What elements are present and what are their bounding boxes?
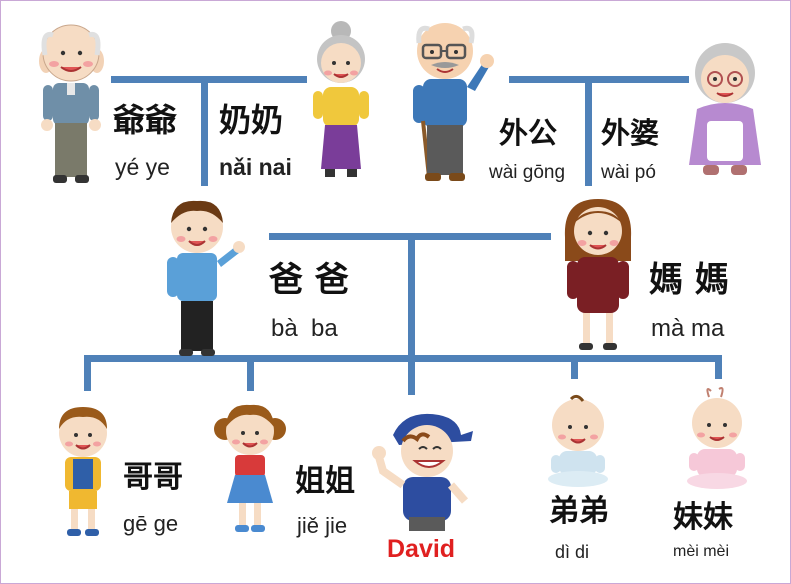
siblings-bar <box>84 355 722 362</box>
father-hanzi: 爸 爸 <box>269 260 349 300</box>
drop-older-sister <box>247 355 254 391</box>
paternal-grandparents-link <box>111 76 307 83</box>
granny-glasses-icon <box>689 43 761 175</box>
man-icon <box>167 200 245 356</box>
younger-brother-hanzi: 弟弟 <box>549 494 609 529</box>
older-sister-pinyin: jiě jie <box>297 513 348 538</box>
grandpa-glasses-icon <box>413 23 494 181</box>
self-name: David <box>387 535 456 563</box>
older-brother-hanzi: 哥哥 <box>123 460 183 495</box>
grandma-paternal-hanzi: 奶奶 <box>219 101 284 139</box>
father-pinyin: bà ba <box>271 315 338 342</box>
grandma-maternal-hanzi: 外婆 <box>601 116 660 150</box>
girl-icon <box>214 404 286 532</box>
grandpa-maternal-hanzi: 外公 <box>499 116 558 150</box>
grandpa-maternal-pinyin: wài gōng <box>489 162 566 183</box>
mother-hanzi: 媽 媽 <box>649 260 729 300</box>
younger-sister-hanzi: 妹妹 <box>673 500 733 535</box>
paternal-descent-line <box>201 76 208 186</box>
baby-boy-icon <box>548 394 608 487</box>
baby-girl-icon <box>687 387 747 489</box>
mother-pinyin: mà ma <box>651 315 725 342</box>
boy-cap-icon <box>372 413 473 531</box>
maternal-descent-line <box>585 76 592 186</box>
old-woman-icon <box>313 21 369 177</box>
children-descent-line <box>408 233 415 395</box>
woman-icon <box>564 199 632 350</box>
older-sister-hanzi: 姐姐 <box>295 464 355 499</box>
drop-younger-sister <box>715 355 722 379</box>
younger-brother-pinyin: dì di <box>555 542 590 562</box>
boy-icon <box>59 407 107 536</box>
grandpa-paternal-hanzi: 爺爺 <box>113 101 178 139</box>
grandma-maternal-pinyin: wài pó <box>601 162 656 183</box>
maternal-grandparents-link <box>509 76 689 83</box>
old-man-icon <box>39 24 104 183</box>
younger-sister-pinyin: mèi mèi <box>673 543 730 560</box>
drop-younger-brother <box>571 355 578 379</box>
grandpa-paternal-pinyin: yé ye <box>115 154 170 180</box>
grandma-paternal-pinyin: nǎi nai <box>219 154 292 180</box>
drop-older-brother <box>84 355 91 391</box>
older-brother-pinyin: gē ge <box>123 511 179 536</box>
